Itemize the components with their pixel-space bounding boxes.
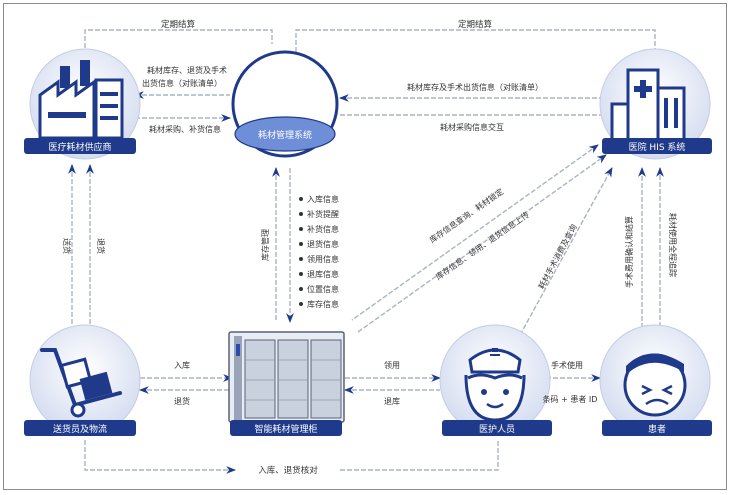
label-sys-his-bottom: 耗材采购信息交互: [440, 122, 504, 132]
label-surgery-use: 手术使用: [551, 360, 583, 370]
cabinet-tag: [230, 420, 342, 436]
delivery-label: 送货员及物流: [53, 423, 107, 435]
label-stockin: 入库: [174, 360, 190, 370]
hand-truck-icon: [40, 348, 122, 418]
info-list-item: 库存信息: [299, 299, 339, 309]
patient-face-icon: [623, 353, 687, 417]
label-bottom: 入库、退货核对: [258, 465, 318, 476]
connector-lines: [68, 29, 664, 474]
factory-icon: [38, 60, 124, 140]
staff-node: 医护人员: [439, 324, 552, 436]
label-return: 退货: [174, 396, 190, 406]
label-cabinet-sys: 库存管理: [260, 229, 270, 261]
svg-text:补货提醒: 补货提醒: [307, 209, 339, 219]
staff-label: 医护人员: [479, 423, 515, 435]
supplier-tag: [24, 138, 136, 154]
cabinet-label: 智能耗材管理柜: [254, 423, 317, 435]
supplier-label: 医疗耗材供应商: [48, 141, 111, 153]
label-settle-left: 定期结算: [161, 19, 196, 30]
delivery-tag: [24, 420, 136, 436]
info-list-item: 入库信息: [299, 194, 339, 204]
nurse-icon: [464, 348, 526, 422]
delivery-node: 送货员及物流: [24, 324, 141, 436]
info-list-item: 位置信息: [299, 284, 339, 294]
label-sys-his-top: 耗材库存及手术出货信息（对账清单）: [407, 82, 543, 92]
info-list: 入库信息 补货提醒 补货信息 退货信息 领用信息 退库信息 位置信息 库存信息: [299, 194, 339, 309]
svg-text:退货信息: 退货信息: [307, 239, 339, 249]
label-supplier-to-sys: 耗材采购、补货信息: [149, 124, 221, 134]
supplier-node: 医疗耗材供应商: [24, 48, 141, 160]
svg-text:领用信息: 领用信息: [307, 254, 339, 264]
staff-tag: [442, 420, 552, 436]
info-list-item: 领用信息: [299, 254, 339, 264]
his-label: 医院 HIS 系统: [629, 141, 686, 153]
system-node: 耗材管理系统: [231, 50, 339, 158]
svg-text:库存信息: 库存信息: [307, 299, 339, 309]
label-his-cabinet-2: 库存信息、领用、退货信息上传: [434, 209, 531, 281]
his-node: 医院 HIS 系统: [599, 48, 712, 160]
label-supplier-delivery-1: 送货: [62, 238, 72, 254]
label-supplier-delivery-2: 退货: [96, 238, 106, 254]
patient-label: 患者: [648, 423, 666, 435]
label-settle-right: 定期结算: [458, 19, 493, 30]
svg-text:入库信息: 入库信息: [307, 194, 339, 204]
svg-text:补货信息: 补货信息: [307, 224, 339, 234]
label-use: 领用: [384, 360, 400, 370]
system-tag: [234, 116, 336, 152]
patient-node: 患者: [599, 324, 712, 436]
label-sys-to-supplier-2: 出货信息（对账清单）: [142, 78, 222, 88]
cabinet-node: 智能耗材管理柜: [228, 331, 345, 436]
info-list-item: 补货提醒: [299, 209, 339, 219]
label-restock: 退库: [384, 396, 400, 406]
his-tag: [602, 138, 712, 154]
label-sys-to-supplier-1: 耗材库存、退货及手术: [147, 65, 227, 75]
label-staff-his: 耗材手术消费及查询: [536, 222, 579, 290]
info-list-item: 退货信息: [299, 239, 339, 249]
label-his-patient-1: 手术费用确认和结算: [624, 216, 634, 288]
system-label: 耗材管理系统: [258, 129, 312, 141]
svg-text:退库信息: 退库信息: [307, 269, 339, 279]
label-barcode: 条码 + 患者 ID: [543, 394, 598, 404]
label-his-patient-2: 耗材使用全程追踪: [668, 213, 678, 277]
info-list-item: 退库信息: [299, 269, 339, 279]
info-list-item: 补货信息: [299, 224, 339, 234]
svg-text:位置信息: 位置信息: [307, 284, 339, 294]
patient-tag: [602, 420, 712, 436]
